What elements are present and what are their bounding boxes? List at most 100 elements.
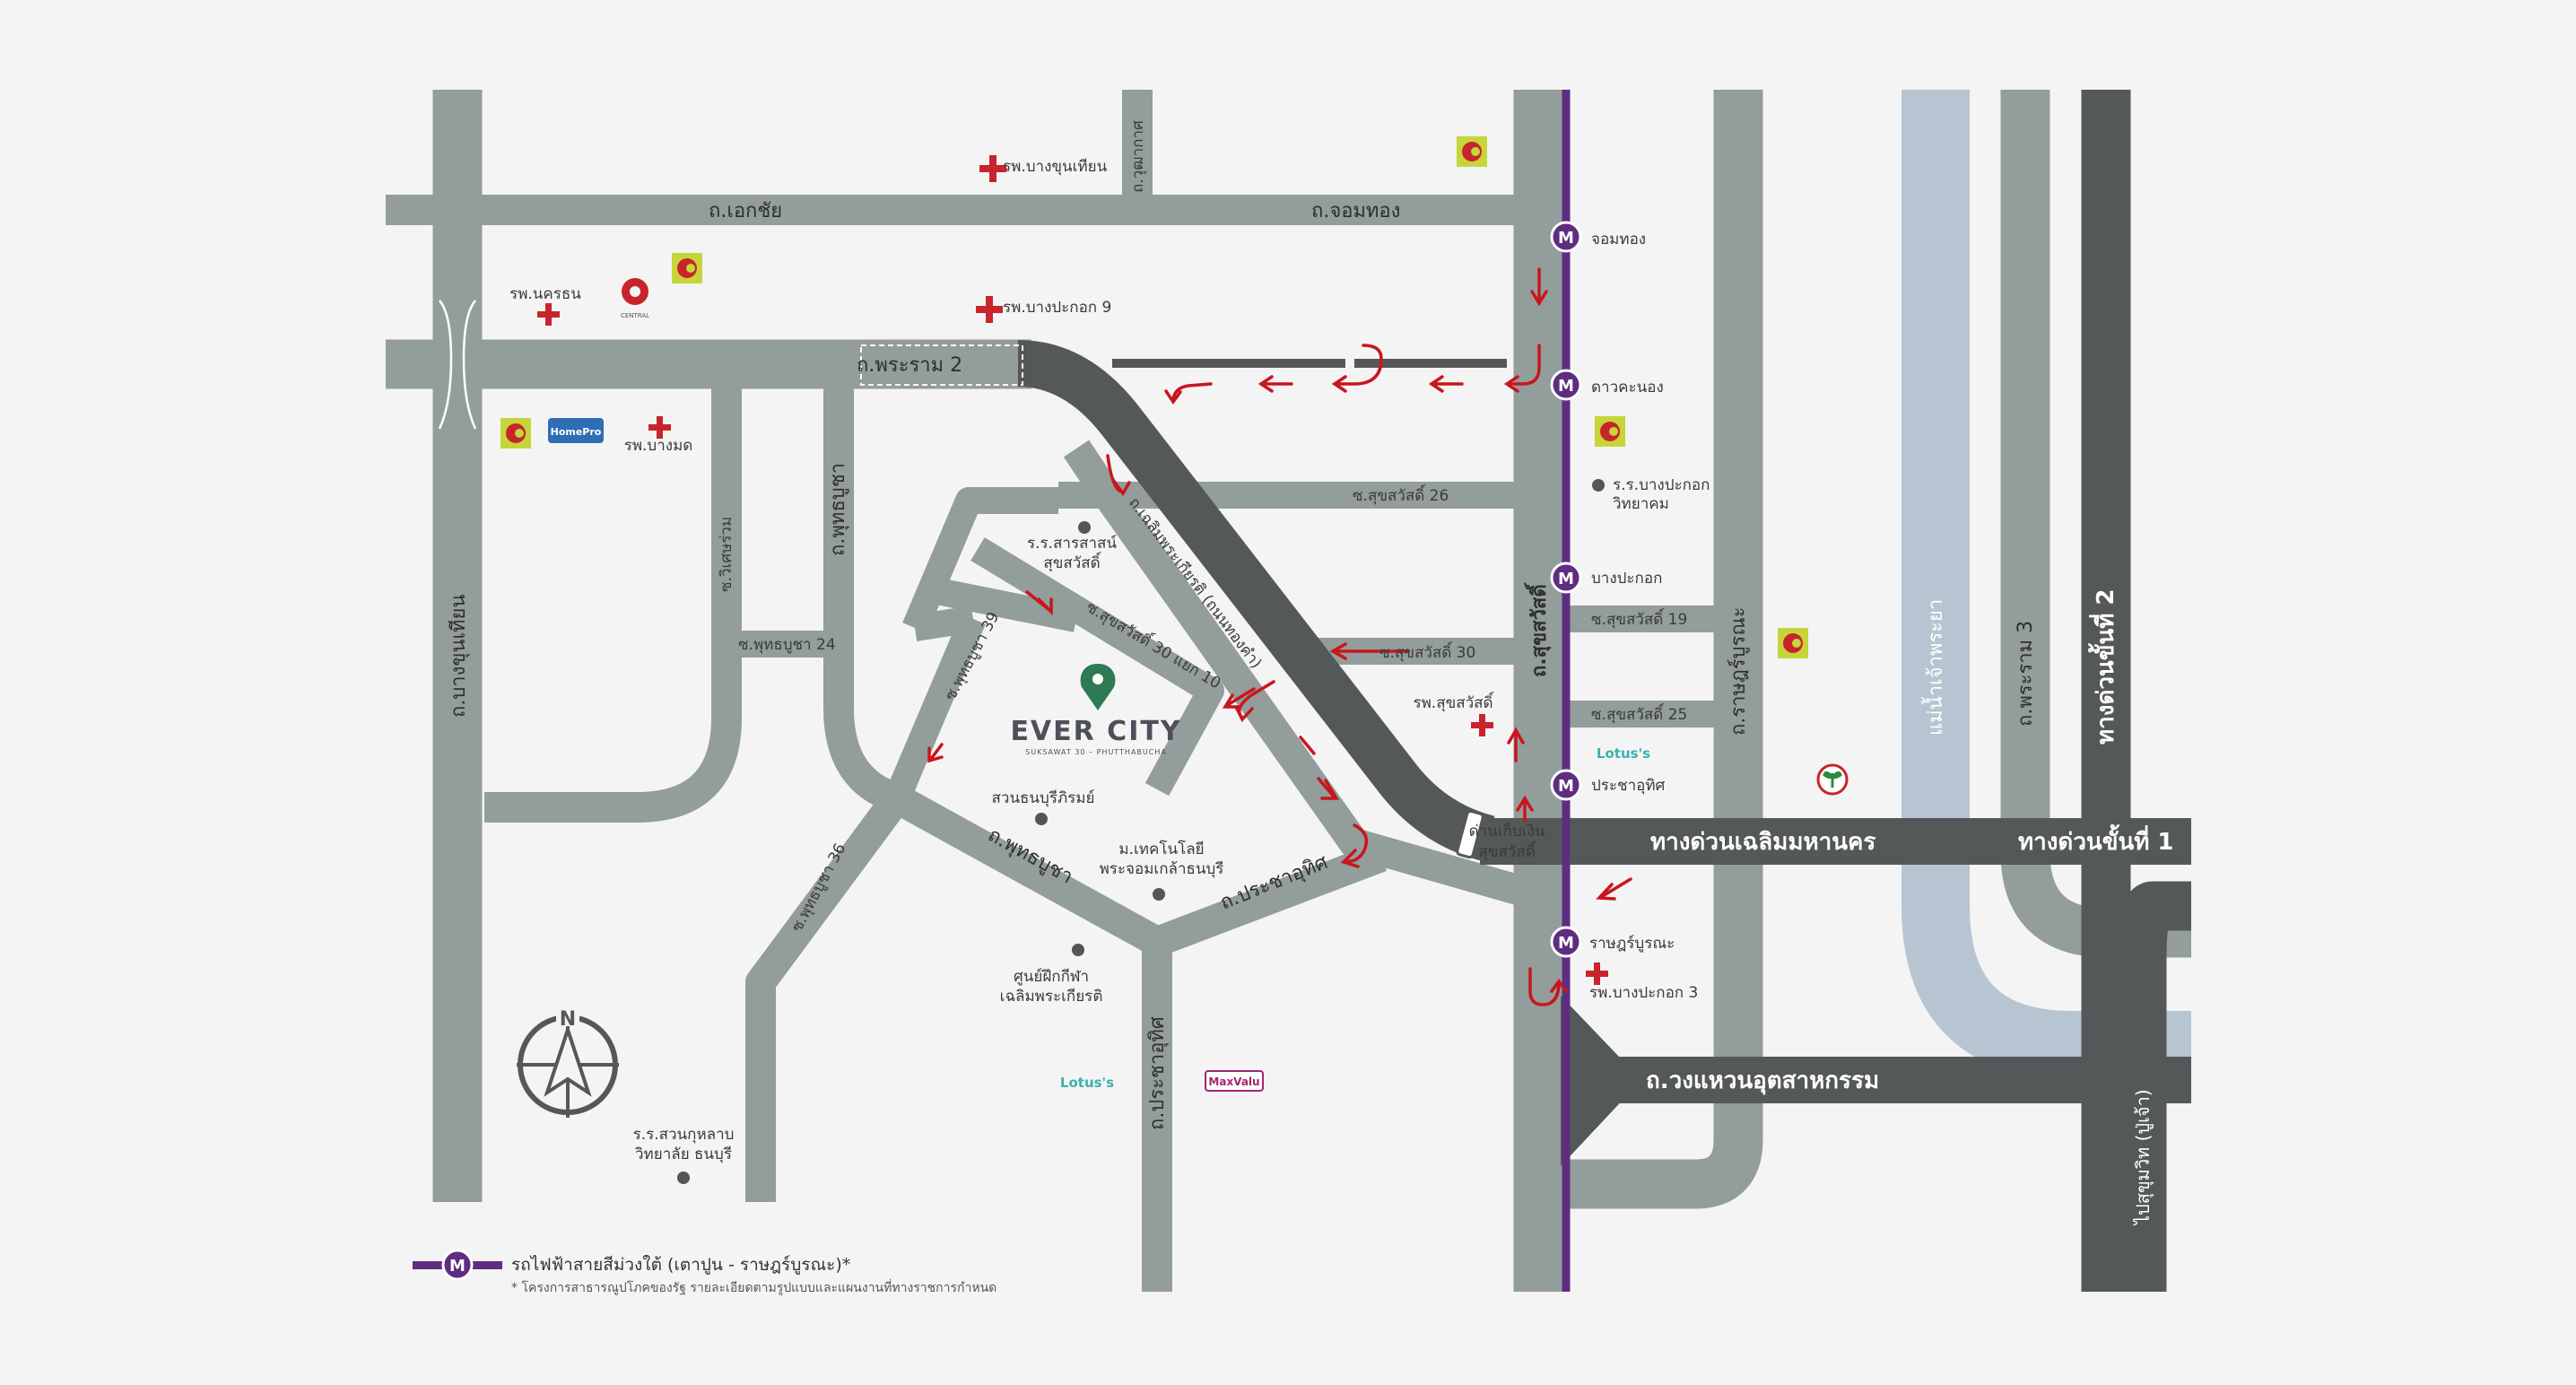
hospital-suksawat[interactable]: รพ.สุขสวัสดิ์ bbox=[1413, 692, 1495, 736]
label-expressway2: ทางด่วนขั้นที่ 2 bbox=[2087, 588, 2119, 745]
school-suankularb[interactable]: ร.ร.สวนกุหลาบ วิทยาลัย ธนบุรี bbox=[633, 1126, 735, 1184]
expressway-2-curve bbox=[2117, 881, 2191, 1292]
station-label-chomthong: จอมทอง bbox=[1591, 231, 1646, 248]
hospital-bangpakok3[interactable]: รพ.บางปะกอก 3 bbox=[1586, 963, 1698, 1002]
hospital-label: รพ.บางมด bbox=[624, 437, 693, 455]
legend: M รถไฟฟ้าสายสีม่วงใต้ (เตาปูน - ราษฎร์บู… bbox=[413, 1249, 996, 1295]
poi-label: ม.เทคโนโลยี bbox=[1118, 840, 1204, 858]
road-phutthabucha bbox=[823, 386, 902, 814]
label-chomthong: ถ.จอมทอง bbox=[1311, 200, 1400, 222]
rama2-elevated-indicator bbox=[860, 344, 1023, 386]
hospital-cross-icon bbox=[979, 155, 1006, 182]
station-label-pracha-uthit: ประชาอุทิศ bbox=[1591, 777, 1666, 795]
homepro-logo: HomePro bbox=[548, 418, 604, 443]
lotus-logo-1: Lotus's bbox=[1597, 745, 1650, 762]
station-label-bangpakok: บางปะกอก bbox=[1591, 570, 1662, 588]
poi-dot-icon bbox=[1592, 479, 1605, 492]
legend-note: * โครงการสาธารณูปโภคของรัฐ รายละเอียดตาม… bbox=[511, 1279, 996, 1295]
poi-label: ร.ร.สวนกุหลาบ bbox=[633, 1126, 735, 1144]
central-label: CENTRAL bbox=[621, 312, 649, 319]
road-wiset-ruam bbox=[484, 386, 742, 823]
label-chalerm-mahanakhon: ทางด่วนเฉลิมมหานคร bbox=[1650, 829, 1875, 856]
bank-logo-icon bbox=[1816, 763, 1849, 796]
compass-rose[interactable]: N bbox=[517, 1006, 619, 1118]
road-ratburana bbox=[1561, 90, 1763, 1209]
label-suksawat-26: ซ.สุขสวัสดิ์ 26 bbox=[1353, 484, 1449, 505]
road-phutthabucha-36 bbox=[745, 788, 909, 1202]
label-suksawat-30: ซ.สุขสวัสดิ์ 30 bbox=[1379, 641, 1475, 662]
hospital-cross-icon bbox=[1471, 714, 1493, 736]
points-of-interest: รพ.บางขุนเทียน รพ.นครธน CENTRAL รพ.บางปะ… bbox=[500, 136, 1849, 1184]
park-thonburi[interactable]: สวนธนบุรีภิรมย์ bbox=[992, 789, 1095, 825]
central-logo: CENTRAL bbox=[621, 278, 649, 319]
poi-label: ร.ร.สารสาสน์ bbox=[1027, 535, 1117, 553]
station-label-ratburana: ราษฎร์บูรณะ bbox=[1589, 935, 1675, 953]
sports-center[interactable]: ศูนย์ฝึกกีฬา เฉลิมพระเกียรติ bbox=[1000, 944, 1103, 1006]
hospital-bangpakok9[interactable]: รพ.บางปะกอก 9 bbox=[976, 296, 1111, 323]
school-bangpakok[interactable]: ร.ร.บางปะกอก วิทยาคม bbox=[1592, 476, 1710, 513]
hospital-bangmod[interactable]: รพ.บางมด bbox=[624, 416, 693, 455]
poi-label: เฉลิมพระเกียรติ bbox=[1000, 988, 1103, 1006]
station-chomthong[interactable]: M จอมทอง bbox=[1550, 221, 1646, 253]
poi-label: ศูนย์ฝึกกีฬา bbox=[1014, 968, 1089, 986]
label-to-sukhumvit: ไปสุขุมวิท (ปู่เจ้า) bbox=[2132, 1089, 2154, 1226]
outer-ring-junction bbox=[1561, 996, 1641, 1166]
legend-badge: M bbox=[449, 1257, 466, 1276]
bigc-store-icon bbox=[500, 418, 531, 449]
hospital-label: รพ.บางปะกอก 3 bbox=[1589, 984, 1698, 1002]
poi-dot-icon bbox=[1072, 944, 1084, 956]
svg-text:M: M bbox=[1558, 229, 1574, 248]
poi-dot-icon bbox=[1153, 888, 1165, 901]
road-phutthabucha-39 bbox=[884, 614, 986, 804]
label-expressway1: ทางด่วนขั้นที่ 1 bbox=[2018, 823, 2174, 856]
label-wiset-ruam: ซ.วิเศษร่วม bbox=[718, 517, 735, 592]
label-phutthabucha: ถ.พุทธบูชา bbox=[827, 463, 849, 556]
ever-city-project[interactable]: EVER CITY SUKSAWAT 30 – PHUTTHABUCHA bbox=[1010, 664, 1181, 756]
school-sarasas[interactable]: ร.ร.สารสาสน์ สุขสวัสดิ์ bbox=[1027, 521, 1117, 572]
bigc-store-icon bbox=[1595, 416, 1625, 447]
legend-station-icon bbox=[441, 1249, 474, 1281]
label-toll-line1: ด่านเก็บเงิน bbox=[1469, 821, 1545, 841]
hospital-cross-icon bbox=[976, 296, 1003, 323]
legend-line-text: รถไฟฟ้าสายสีม่วงใต้ (เตาปูน - ราษฎร์บูรณ… bbox=[511, 1255, 850, 1275]
label-pracha-uthit: ถ.ประชาอุทิศ bbox=[1146, 1016, 1169, 1130]
station-pracha-uthit[interactable]: M ประชาอุทิศ bbox=[1550, 769, 1666, 801]
svg-text:M: M bbox=[1558, 934, 1574, 953]
road-loop bbox=[902, 487, 1079, 641]
project-tagline: SUKSAWAT 30 – PHUTTHABUCHA bbox=[1025, 748, 1167, 756]
station-bangpakok[interactable]: M บางปะกอก bbox=[1550, 562, 1662, 594]
hospital-nakhon[interactable]: รพ.นครธน bbox=[509, 285, 581, 326]
poi-label: วิทยาคม bbox=[1613, 495, 1669, 513]
station-ratburana[interactable]: M ราษฎร์บูรณะ bbox=[1550, 926, 1675, 958]
bigc-store-icon bbox=[672, 253, 702, 283]
label-ekkachai: ถ.เอกชัย bbox=[709, 200, 782, 222]
station-daokanong[interactable]: M ดาวคะนอง bbox=[1550, 369, 1664, 401]
hospital-cross-icon bbox=[648, 416, 671, 439]
label-toll-line2: สุขสวัสดิ์ bbox=[1478, 841, 1536, 861]
maxvalu-label: MaxValu bbox=[1208, 1076, 1259, 1088]
label-suksawat-25: ซ.สุขสวัสดิ์ 25 bbox=[1591, 703, 1687, 724]
svg-text:M: M bbox=[1558, 570, 1574, 588]
hospital-label: รพ.บางขุนเทียน bbox=[1003, 158, 1108, 176]
hospital-label: รพ.สุขสวัสดิ์ bbox=[1413, 692, 1494, 712]
homepro-label: HomePro bbox=[551, 426, 602, 438]
project-name: EVER CITY bbox=[1010, 716, 1181, 747]
poi-label: วิทยาลัย ธนบุรี bbox=[635, 1145, 732, 1163]
hospital-bangkhunthian[interactable]: รพ.บางขุนเทียน bbox=[979, 155, 1108, 182]
hospital-cross-icon bbox=[537, 303, 560, 326]
hospital-label: รพ.นครธน bbox=[509, 285, 581, 303]
hospital-label: รพ.บางปะกอก 9 bbox=[1003, 299, 1111, 317]
poi-label: สุขสวัสดิ์ bbox=[1043, 552, 1101, 572]
bigc-store-icon bbox=[1457, 136, 1487, 167]
label-phutthabucha-24: ซ.พุทธบูชา 24 bbox=[738, 636, 836, 654]
poi-label: พระจอมเกล้าธนบุรี bbox=[1100, 860, 1224, 878]
label-rama2: ถ.พระราม 2 bbox=[857, 354, 962, 377]
location-pin-icon bbox=[1080, 664, 1116, 710]
hospital-cross-icon bbox=[1586, 963, 1608, 985]
poi-label: สวนธนบุรีภิรมย์ bbox=[992, 789, 1095, 807]
road-suksawat30-yaek10 bbox=[970, 537, 1224, 797]
kmutt[interactable]: ม.เทคโนโลยี พระจอมเกล้าธนบุรี bbox=[1100, 840, 1224, 901]
compass-north-label: N bbox=[560, 1008, 576, 1031]
